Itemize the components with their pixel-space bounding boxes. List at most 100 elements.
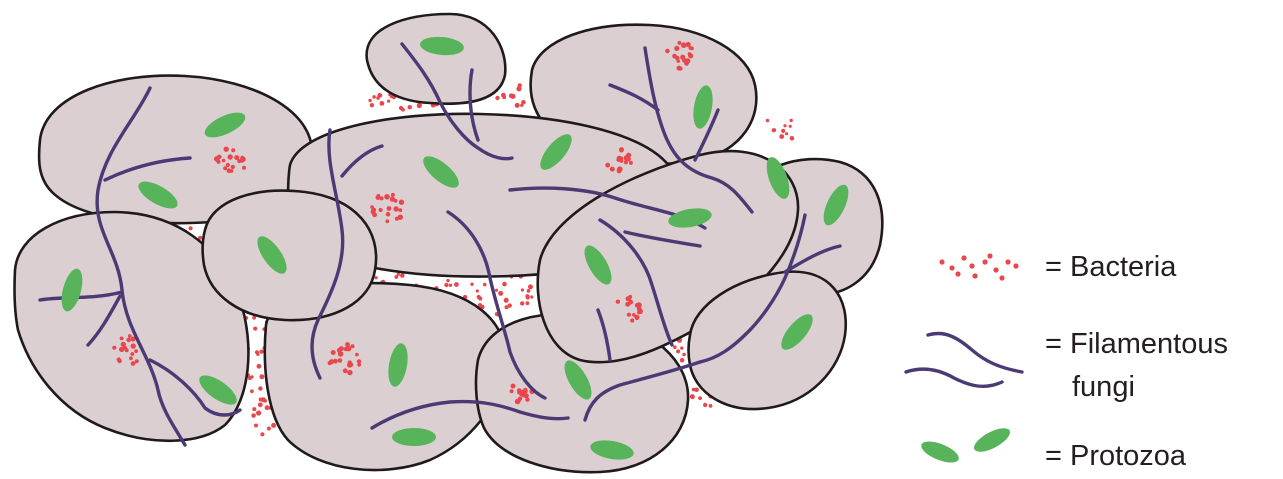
bacterium	[390, 197, 395, 202]
bacterium	[682, 353, 686, 357]
bacterium	[972, 273, 977, 278]
green-oval-icon	[918, 424, 1013, 467]
bacterium	[504, 298, 509, 303]
bacterium	[961, 255, 966, 260]
bacterium	[508, 303, 512, 307]
bacterium	[347, 370, 352, 375]
bacterium	[676, 59, 680, 63]
bacterium	[639, 310, 643, 314]
bacterium	[673, 345, 677, 349]
bacterium	[387, 100, 390, 103]
legend-fungi-label-line1: = Filamentous	[1045, 330, 1228, 359]
bacterium	[376, 195, 381, 200]
bacterium	[134, 349, 138, 353]
bacterium	[790, 136, 795, 141]
bacterium	[398, 208, 402, 212]
bacterium	[530, 295, 533, 298]
bacterium	[790, 119, 793, 122]
bacterium	[982, 259, 987, 264]
bacterium	[387, 206, 392, 211]
bacterium	[515, 399, 521, 405]
bacterium	[368, 99, 371, 102]
protozoan	[918, 437, 961, 467]
bacterium	[483, 283, 487, 287]
bacterium	[449, 284, 452, 287]
bacterium	[630, 318, 634, 322]
bacterium	[338, 358, 343, 363]
protozoan	[392, 428, 436, 446]
bacterium	[502, 96, 506, 100]
bacterium	[516, 86, 521, 91]
bacterium	[509, 93, 514, 98]
bacterium	[222, 159, 226, 163]
bacterium	[401, 108, 405, 112]
bacterium	[517, 388, 522, 393]
bacterium	[677, 41, 681, 45]
bacterium	[789, 125, 792, 128]
bacterium	[454, 282, 459, 287]
bacterium	[223, 166, 227, 170]
bacterium	[523, 389, 528, 394]
bacterium	[691, 396, 695, 400]
bacterium	[131, 361, 136, 366]
bacterium	[346, 346, 351, 351]
bacterium	[400, 273, 405, 278]
purple-wavy-lines-icon	[906, 333, 1022, 386]
bacterium	[686, 42, 691, 47]
bacterium	[128, 334, 132, 338]
bacterium	[511, 384, 516, 389]
bacterium	[251, 413, 256, 418]
bacterium	[399, 200, 404, 205]
fungal-hypha	[928, 333, 1022, 372]
bacterium	[371, 209, 376, 214]
bacterium	[610, 167, 615, 172]
bacterium	[417, 103, 422, 108]
bacterium	[117, 359, 122, 364]
bacterium	[224, 147, 229, 152]
bacterium	[231, 165, 235, 169]
legend-fungi-label-line2: fungi	[1072, 373, 1135, 402]
bacterium	[231, 148, 235, 152]
bacterium	[779, 134, 784, 139]
bacterium	[999, 275, 1004, 280]
bacterium	[1005, 259, 1010, 264]
bacterium	[370, 205, 374, 209]
bacterium	[395, 217, 399, 221]
bacterium	[526, 295, 530, 299]
legend-bacteria-label: = Bacteria	[1045, 253, 1176, 282]
red-dot-cluster-icon	[939, 253, 1018, 280]
bacterium	[619, 159, 623, 163]
bacterium	[677, 66, 682, 71]
bacterium	[393, 206, 398, 211]
bacterium	[119, 347, 124, 352]
bacterium	[129, 356, 133, 360]
bacterium	[502, 282, 507, 287]
bacterium	[242, 166, 246, 170]
bacterium	[766, 119, 770, 123]
bacterium	[250, 389, 254, 393]
bacterium	[377, 93, 382, 98]
bacterium	[253, 327, 257, 331]
bacterium	[259, 374, 264, 379]
bacterium	[617, 168, 622, 173]
bacterium	[226, 163, 230, 167]
bacterium	[446, 279, 449, 282]
bacterium	[230, 169, 234, 173]
bacterium	[625, 302, 630, 307]
bacterium	[240, 158, 245, 163]
bacterium	[257, 364, 262, 369]
bacterium	[375, 276, 378, 279]
bacterium	[522, 393, 526, 397]
bacterium	[258, 402, 263, 407]
fungal-hypha	[906, 369, 1002, 386]
bacterium	[343, 368, 348, 373]
bacterium	[520, 301, 524, 305]
bacterium	[251, 375, 254, 378]
bacterium	[331, 350, 336, 355]
bacterium	[394, 275, 398, 279]
soil-aggregate	[203, 191, 376, 321]
bacterium	[379, 208, 383, 212]
bacterium	[632, 313, 636, 317]
bacterium	[698, 396, 702, 400]
